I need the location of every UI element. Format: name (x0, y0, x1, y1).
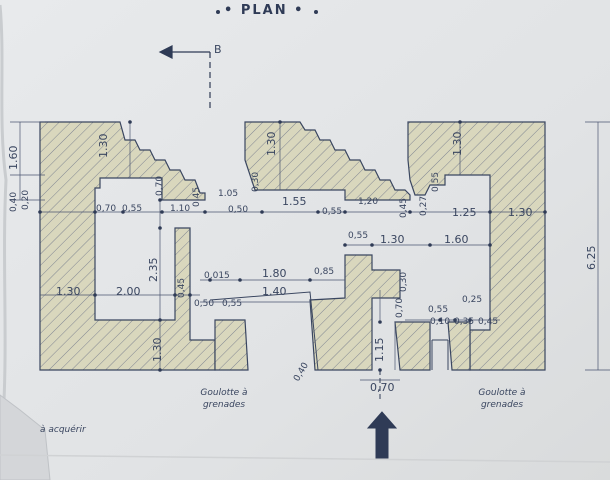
section-marker-b (158, 45, 211, 110)
section-marker-label: B (214, 43, 222, 56)
dim-0-50: 0,50 (228, 205, 249, 215)
dim-0-70-entry: 0,70 (370, 381, 395, 394)
wall-cross (309, 254, 401, 371)
dim-0-55-a: 0,55 (122, 204, 143, 214)
dim-0-55-f: 0,55 (428, 305, 449, 315)
paper-fold-line (0, 454, 610, 463)
dim-1-30-top-left: 1.30 (97, 133, 110, 159)
dim-1-25: 1.25 (452, 206, 477, 219)
dim-0-015: 0,015 (204, 271, 230, 281)
dim-1-40: 1.40 (262, 285, 287, 298)
goulotte-left-note: Goulotte à grenades (200, 388, 248, 410)
dim-1-55: 1.55 (282, 195, 307, 208)
wall-north-middle (244, 121, 411, 201)
dim-0-25: 0,25 (462, 295, 483, 305)
dim-1-30-top-mid: 1.30 (265, 131, 278, 157)
dim-0-50-b: 0,50 (194, 299, 215, 309)
dim-0-30: 0,30 (251, 171, 261, 192)
wall-chute-right (394, 321, 431, 371)
ramp-line (209, 291, 319, 371)
dim-1-05: 1.05 (218, 189, 239, 199)
wall-east (407, 121, 546, 371)
building-walls (39, 121, 546, 371)
dim-0-35: 0,35 (454, 317, 475, 327)
dim-1-30-left: 1.30 (56, 285, 81, 298)
dim-0-55-b: 0,55 (322, 207, 343, 217)
dim-0-70-a: 0,70 (96, 204, 117, 214)
plan-title: • PLAN • (224, 3, 305, 18)
dim-0-30-b: 0,30 (399, 271, 409, 292)
dim-0-45-b: 0,45 (399, 197, 409, 218)
dimension-dots (38, 120, 547, 372)
dim-1-10: 1.10 (170, 204, 191, 214)
dim-1-30-top-right: 1.30 (451, 131, 464, 157)
dim-1-30-bottom: 1.30 (151, 337, 164, 363)
chute-opening (431, 339, 449, 370)
dim-0-45-c: 0,45 (177, 277, 187, 298)
dim-1-60-mid: 1.60 (444, 233, 469, 246)
corner-note: à acquérir (40, 425, 86, 435)
entrance-arrow (366, 411, 398, 459)
goulotte-right-note: Goulotte à grenades (478, 388, 526, 410)
paper-crease-left (0, 4, 8, 480)
dim-0-55-e: 0,55 (222, 299, 243, 309)
interior-lines (189, 228, 449, 371)
dim-0-27: 0,27 (419, 195, 429, 216)
dim-0-55-d: 0,55 (348, 231, 369, 241)
dim-1-15: 1.15 (373, 337, 386, 363)
wall-chute-left (214, 319, 249, 371)
dim-2-35: 2.35 (147, 257, 160, 283)
dim-1-30-right: 1.30 (508, 206, 533, 219)
dim-0-55-c: 0,55 (431, 171, 441, 192)
dim-0-85: 0,85 (314, 267, 335, 277)
dim-1-30-mid: 1.30 (380, 233, 405, 246)
dim-1-80: 1.80 (262, 267, 287, 280)
dim-0-10: 0,10 (430, 317, 451, 327)
dim-0-70-c: 0,70 (395, 297, 405, 318)
dim-0-45-a: 0.45 (192, 186, 202, 207)
dim-0-40: 0,40 (9, 191, 19, 212)
dim-2-00: 2.00 (116, 285, 141, 298)
dim-0-45-d: 0,45 (478, 317, 499, 327)
wall-chute-right-b (447, 321, 471, 371)
dim-6-25: 6.25 (585, 245, 598, 271)
dim-1-60: 1.60 (7, 145, 20, 171)
dim-0-20: 0,20 (21, 189, 31, 210)
dim-0-70-b: 0,70 (155, 175, 165, 196)
dim-1-20: 1,20 (358, 197, 379, 207)
